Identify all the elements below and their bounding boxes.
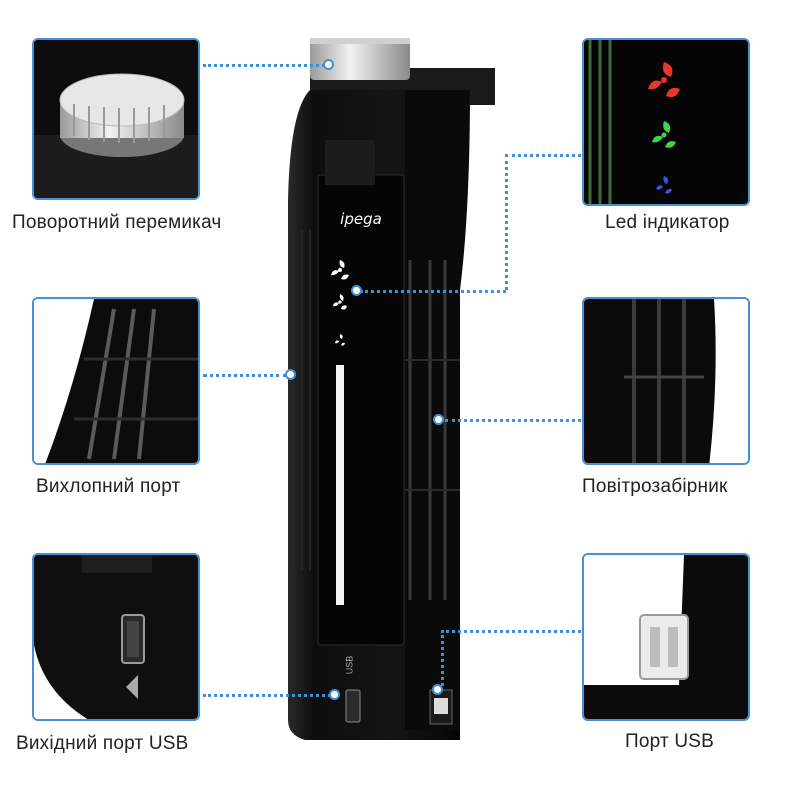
usb-port-leader-v bbox=[441, 630, 444, 686]
usb-output-label: Вихідний порт USB bbox=[16, 733, 189, 754]
rotary-switch-label: Поворотний перемикач bbox=[12, 212, 222, 233]
led-indicator-label: Led індикатор bbox=[605, 212, 730, 233]
air-intake-closeup bbox=[584, 299, 748, 463]
exhaust-port-label: Вихлопний порт bbox=[36, 476, 181, 497]
usb-side-text: USB bbox=[344, 655, 355, 675]
usb-output-dot bbox=[329, 689, 340, 700]
led-indicator-closeup bbox=[584, 40, 748, 204]
usb-port-closeup bbox=[584, 555, 748, 719]
usb-port-label: Порт USB bbox=[625, 731, 715, 752]
air-intake-callout bbox=[582, 297, 750, 465]
led-indicator-leader-h2 bbox=[360, 290, 506, 293]
air-intake-leader bbox=[445, 419, 581, 422]
brand-logo: ipega bbox=[340, 210, 382, 228]
air-intake-label: Повітрозабірник bbox=[582, 476, 728, 497]
red-led-fan-icon bbox=[648, 62, 680, 98]
rotary-switch-dot bbox=[323, 59, 334, 70]
rotary-switch-callout bbox=[32, 38, 200, 200]
usb-port-dot bbox=[432, 684, 443, 695]
led-indicator-leader-v bbox=[505, 154, 508, 290]
rotary-switch-leader bbox=[203, 64, 325, 67]
exhaust-port-closeup bbox=[34, 299, 198, 463]
usb-output-leader bbox=[203, 694, 331, 697]
rotary-switch-closeup bbox=[34, 40, 198, 198]
led-indicator-leader-h1 bbox=[505, 154, 581, 157]
cooling-fan-device: ipega USB bbox=[270, 30, 530, 770]
exhaust-port-dot bbox=[285, 369, 296, 380]
exhaust-port-callout bbox=[32, 297, 200, 465]
led-indicator-dot bbox=[351, 285, 362, 296]
exhaust-port-leader bbox=[203, 374, 287, 377]
led-indicator-callout bbox=[582, 38, 750, 206]
usb-port-callout bbox=[582, 553, 750, 721]
usb-port-leader bbox=[441, 630, 581, 633]
air-intake-dot bbox=[433, 414, 444, 425]
device-illustration bbox=[288, 38, 495, 740]
usb-output-closeup bbox=[34, 555, 198, 719]
usb-output-callout bbox=[32, 553, 200, 721]
